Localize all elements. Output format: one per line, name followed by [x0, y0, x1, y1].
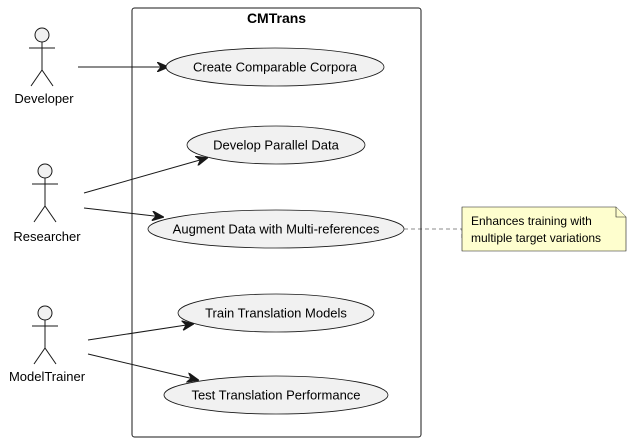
use-case-label: Test Translation Performance [191, 388, 360, 403]
use-case-label: Create Comparable Corpora [193, 60, 358, 75]
association-researcher-uc2 [83, 158, 207, 194]
use-case-test-translation-performance: Test Translation Performance [163, 375, 389, 415]
actor-label: ModelTrainer [9, 369, 86, 384]
use-case-label: Train Translation Models [205, 306, 347, 321]
actor-modeltrainer: ModelTrainer [9, 305, 86, 384]
note-fold [615, 207, 626, 218]
use-case-ellipse [186, 125, 366, 165]
use-case-create-comparable-corpora: Create Comparable Corpora [165, 47, 385, 87]
note-body [461, 206, 627, 252]
use-case-develop-parallel-data: Develop Parallel Data [186, 125, 366, 165]
association-researcher-uc3 [83, 207, 163, 217]
use-case-ellipse [165, 47, 385, 87]
actor-label: Developer [14, 91, 74, 106]
actor-leg-right [44, 347, 57, 365]
actor-head [37, 305, 53, 321]
system-title: CMTrans [247, 10, 306, 26]
use-case-train-translation-models: Train Translation Models [177, 293, 375, 333]
use-case-ellipse [163, 375, 389, 415]
association-modeltrainer-uc4 [87, 324, 193, 341]
use-case-label: Develop Parallel Data [213, 138, 340, 153]
actor-leg-left [33, 205, 46, 223]
note-line-1: Enhances training with [471, 214, 592, 228]
use-case-label: Augment Data with Multi-references [173, 222, 380, 237]
association-modeltrainer-uc5 [87, 353, 198, 380]
actor-leg-left [33, 347, 46, 365]
actor-head [34, 27, 50, 43]
actor-developer: Developer [14, 27, 74, 106]
use-case-ellipse [177, 293, 375, 333]
actor-leg-right [41, 69, 54, 87]
actor-head [37, 163, 53, 179]
note: Enhances training with multiple target v… [461, 206, 627, 252]
actor-label: Researcher [13, 229, 81, 244]
use-case-ellipse [147, 209, 405, 249]
actor-researcher: Researcher [13, 163, 81, 244]
use-case-augment-data-with-multi-references: Augment Data with Multi-references [147, 209, 405, 249]
actor-leg-right [44, 205, 57, 223]
actor-leg-left [30, 69, 43, 87]
note-line-2: multiple target variations [471, 231, 601, 245]
